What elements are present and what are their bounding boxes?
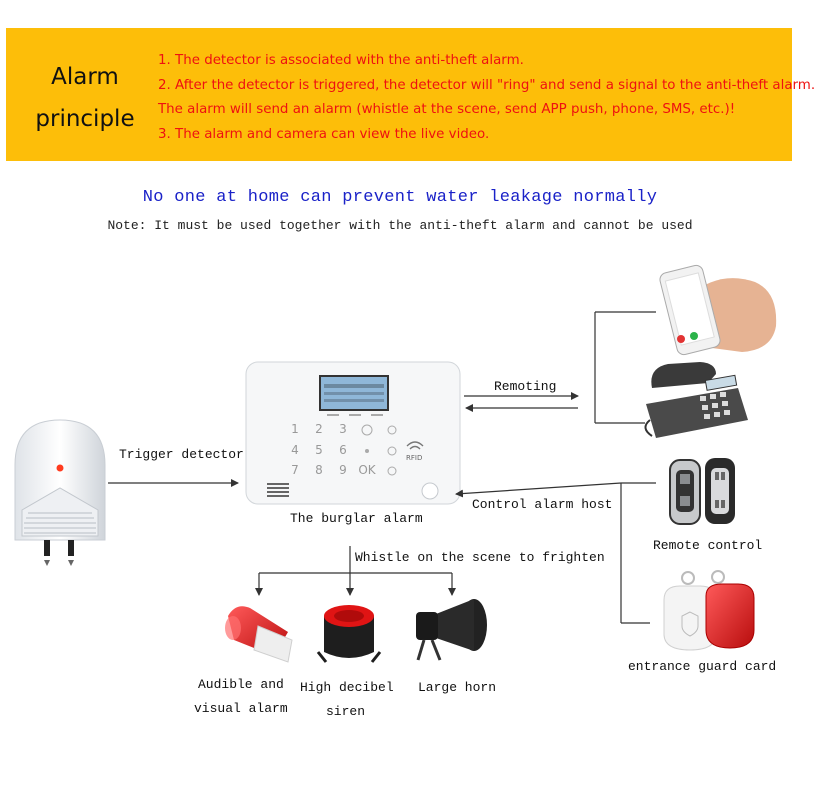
whistle-branch xyxy=(259,546,452,574)
panel-button-icon xyxy=(421,482,439,500)
banner-line-2: 2. After the detector is triggered, the … xyxy=(158,77,815,93)
horn-icon xyxy=(416,599,487,661)
rfid-icon xyxy=(406,441,424,450)
siren-label-line1: High decibel xyxy=(300,680,394,695)
banner-title: Alarm principle xyxy=(24,56,146,140)
strobe-siren-icon xyxy=(225,606,293,663)
principle-banner: Alarm principle 1. The detector is assoc… xyxy=(6,28,815,161)
entrance-card-icon xyxy=(663,570,755,651)
key-3: 3 xyxy=(339,422,347,436)
key-7: 7 xyxy=(291,463,299,477)
remote-control-label: Remote control xyxy=(653,538,762,553)
desk-phone-icon xyxy=(644,362,748,438)
key-ok: OK xyxy=(358,463,376,477)
banner-line-1: 1. The detector is associated with the a… xyxy=(158,53,524,68)
water-detector-icon xyxy=(14,419,106,566)
banner-lines: 1. The detector is associated with the a… xyxy=(158,49,815,147)
banner-title-line2: principle xyxy=(35,106,135,132)
key-9: 9 xyxy=(339,463,347,477)
key-4: 4 xyxy=(291,443,299,457)
home-key-icon xyxy=(387,446,397,456)
phone-key-icon xyxy=(361,424,373,436)
control-arrow xyxy=(455,482,622,498)
whistle-label: Whistle on the scene to frighten xyxy=(355,550,605,565)
banner-line-3: The alarm will send an alarm (whistle at… xyxy=(158,102,736,117)
lock-key-icon xyxy=(387,425,397,435)
headline: No one at home can prevent water leakage… xyxy=(142,188,658,207)
banner-line-4: 3. The alarm and camera can view the liv… xyxy=(158,126,490,142)
guard-card-label: entrance guard card xyxy=(628,659,776,674)
star-key-icon xyxy=(365,449,369,453)
horn-label: Large horn xyxy=(418,680,496,695)
key-5: 5 xyxy=(315,443,323,457)
siren-label-line2: siren xyxy=(326,704,365,719)
audible-label-line1: Audible and xyxy=(198,677,284,692)
key-8: 8 xyxy=(315,463,323,477)
rfid-label: RFID xyxy=(406,454,422,462)
control-bracket xyxy=(620,482,656,624)
key-1: 1 xyxy=(291,422,299,436)
audible-label-line2: visual alarm xyxy=(194,701,288,716)
remote-control-icon xyxy=(669,458,735,525)
trigger-label: Trigger detector xyxy=(119,447,244,462)
key-2: 2 xyxy=(315,422,323,436)
mobile-phone-icon xyxy=(659,264,777,356)
usage-note: Note: It must be used together with the … xyxy=(107,218,693,233)
control-host-label: Control alarm host xyxy=(472,497,612,512)
burglar-alarm-panel-icon: 1 2 3 4 5 6 7 8 9 OK RFID xyxy=(245,361,461,505)
banner-title-line1: Alarm xyxy=(51,64,119,90)
siren-icon xyxy=(316,605,382,663)
remoting-bracket xyxy=(594,311,656,424)
away-key-icon xyxy=(387,466,397,476)
remoting-label: Remoting xyxy=(494,379,556,394)
burglar-alarm-label: The burglar alarm xyxy=(290,511,423,526)
key-6: 6 xyxy=(339,443,347,457)
